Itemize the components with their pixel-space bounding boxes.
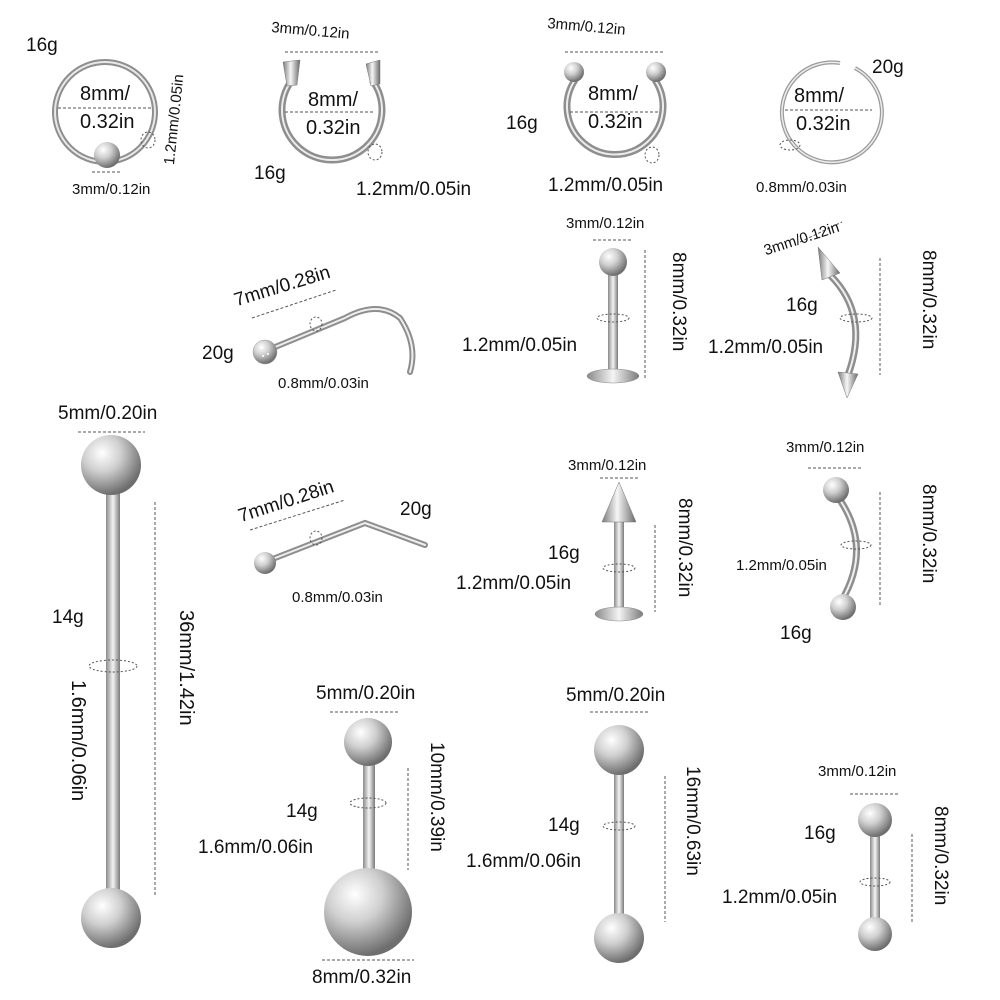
curved-spike-wire: 1.2mm/0.05in (708, 337, 824, 358)
belly-drawing (322, 711, 414, 961)
horseshoe-spike-gauge: 16g (254, 163, 286, 184)
nose-screw-wire: 0.8mm/0.03in (278, 375, 369, 392)
nose-screw-gauge: 20g (202, 343, 234, 364)
nose-l-drawing (249, 499, 428, 574)
labret-ball-wire: 1.2mm/0.05in (462, 335, 578, 356)
belly-wire: 1.6mm/0.06in (198, 837, 314, 858)
horseshoe-ball-gauge: 16g (506, 113, 538, 134)
nose-hoop-gauge: 20g (872, 57, 904, 78)
industrial-ball: 5mm/0.20in (58, 403, 158, 424)
horseshoe-ball-drawing (563, 51, 667, 164)
tongue-gauge: 14g (548, 815, 580, 836)
curved-spike-length: 8mm/0.32in (918, 250, 939, 350)
horseshoe-ball-diameter-in: 0.32in (588, 111, 643, 133)
industrial-gauge: 14g (52, 607, 84, 628)
nose-l-gauge: 20g (400, 499, 432, 520)
captive-ring-diameter-in: 0.32in (80, 111, 135, 133)
curved-spike-gauge: 16g (786, 295, 818, 316)
belly-gauge: 14g (286, 801, 318, 822)
labret-ball-top: 3mm/0.12in (566, 215, 645, 232)
nose-screw-drawing (251, 289, 416, 375)
belly-bottom: 8mm/0.32in (312, 967, 412, 988)
curved-ball-length: 8mm/0.32in (918, 484, 939, 584)
horseshoe-spike-wire: 1.2mm/0.05in (356, 179, 472, 200)
curved-ball-wire: 1.2mm/0.05in (736, 557, 827, 574)
horseshoe-ball-wire: 1.2mm/0.05in (548, 175, 664, 196)
horseshoe-spike-diameter-in: 0.32in (306, 117, 361, 139)
captive-ring-drawing (52, 59, 158, 173)
curved-ball-top: 3mm/0.12in (786, 439, 865, 456)
nose-l-wire: 0.8mm/0.03in (292, 589, 383, 606)
labret-ball-drawing (586, 239, 646, 384)
captive-ring-diameter: 8mm/ (80, 83, 130, 105)
small-barbell-gauge: 16g (804, 823, 836, 844)
nose-hoop-diameter-in: 0.32in (796, 113, 851, 135)
tongue-drawing (590, 711, 666, 963)
labret-spike-top: 3mm/0.12in (568, 457, 647, 474)
industrial-length: 36mm/1.42in (175, 610, 197, 726)
horseshoe-spike-drawing (278, 51, 386, 164)
labret-spike-gauge: 16g (548, 543, 580, 564)
labret-spike-drawing (594, 477, 656, 622)
small-barbell-top: 3mm/0.12in (818, 763, 897, 780)
labret-spike-wire: 1.2mm/0.05in (456, 573, 572, 594)
curved-ball-drawing (808, 467, 881, 620)
captive-ring-ball: 3mm/0.12in (72, 181, 151, 198)
nose-hoop-drawing (779, 60, 884, 165)
industrial-wire: 1.6mm/0.06in (67, 680, 89, 802)
small-barbell-wire: 1.2mm/0.05in (722, 887, 838, 908)
captive-ring-gauge: 16g (26, 35, 58, 56)
horseshoe-ball-diameter: 8mm/ (588, 83, 638, 105)
belly-length: 10mm/0.39in (426, 742, 447, 852)
tongue-wire: 1.6mm/0.06in (466, 851, 582, 872)
industrial-drawing (78, 431, 156, 948)
nose-hoop-wire: 0.8mm/0.03in (756, 179, 847, 196)
nose-hoop-diameter: 8mm/ (794, 85, 844, 107)
small-barbell-length: 8mm/0.32in (930, 806, 951, 906)
belly-top: 5mm/0.20in (316, 683, 416, 704)
tongue-length: 16mm/0.63in (682, 766, 703, 876)
curved-spike-drawing (799, 221, 881, 399)
small-barbell-drawing (850, 793, 913, 951)
curved-ball-gauge: 16g (780, 623, 812, 644)
horseshoe-spike-diameter: 8mm/ (308, 89, 358, 111)
tongue-top: 5mm/0.20in (566, 685, 666, 706)
labret-ball-length: 8mm/0.32in (668, 252, 689, 352)
labret-spike-length: 8mm/0.32in (674, 498, 695, 598)
